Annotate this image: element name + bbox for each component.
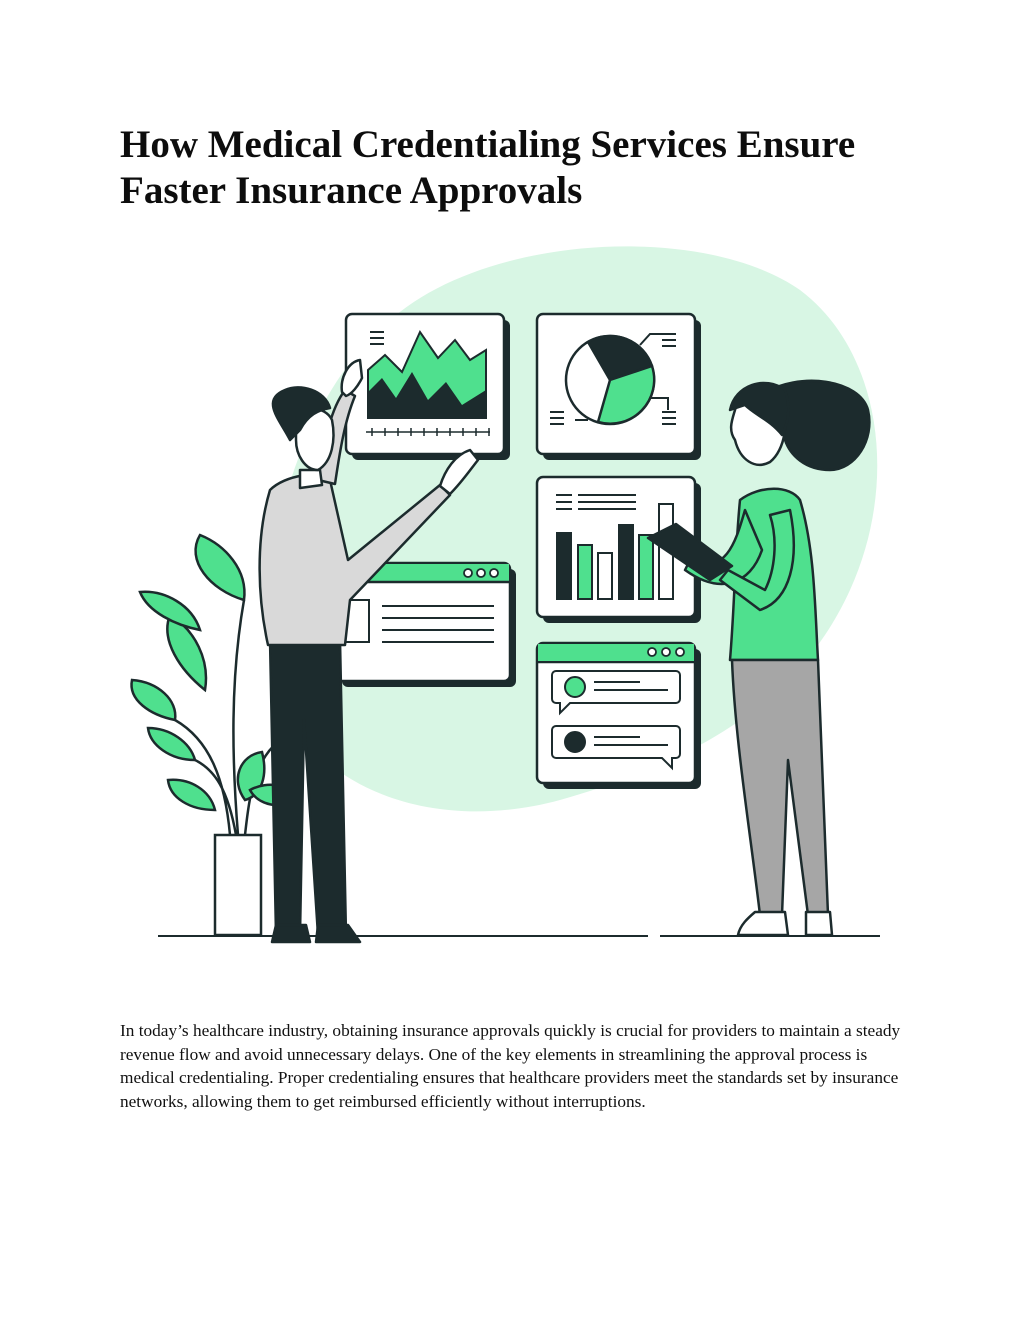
man-hand: [340, 358, 364, 398]
area-chart-icon: [368, 372, 486, 418]
avatar-icon: [564, 676, 586, 698]
bar-chart-card: [535, 475, 701, 623]
bar-chart-icon: [556, 503, 674, 600]
chat-bubble: [551, 670, 681, 716]
pie-chart-icon: [564, 334, 656, 426]
man-hand: [438, 448, 480, 496]
analytics-dashboard-illustration: [130, 246, 880, 944]
woman-figure: [646, 379, 871, 937]
intro-paragraph: In today’s healthcare industry, obtainin…: [120, 1021, 901, 1111]
woman-hair-top: [728, 381, 790, 437]
chat-bubble: [551, 725, 681, 771]
chat-messages-card: [535, 641, 701, 789]
window-dots-icon: [647, 647, 685, 657]
woman-shoe: [804, 910, 834, 937]
axis-ticks: [366, 428, 490, 436]
woman-arm: [718, 508, 795, 612]
man-pants: [268, 638, 348, 937]
legend-lines-icon: [550, 333, 676, 425]
tablet-icon: [646, 522, 734, 582]
pie-chart-card: [535, 312, 701, 460]
potted-plant-icon: [130, 533, 327, 937]
man-neck: [298, 468, 324, 490]
man-figure: [258, 358, 480, 944]
avatar-icon: [564, 731, 586, 753]
plant-pot: [213, 833, 263, 937]
menu-lines-icon: [370, 331, 384, 345]
man-shoe: [314, 923, 362, 944]
man-shoe: [270, 923, 312, 944]
text-lines: [556, 494, 636, 510]
area-chart-card: [344, 312, 510, 460]
woman-pants: [730, 658, 830, 917]
page-title: How Medical Credentialing Services Ensur…: [120, 123, 856, 212]
man-hair: [271, 386, 332, 442]
browser-window-icon: [334, 561, 516, 687]
woman-shoe: [736, 910, 790, 937]
